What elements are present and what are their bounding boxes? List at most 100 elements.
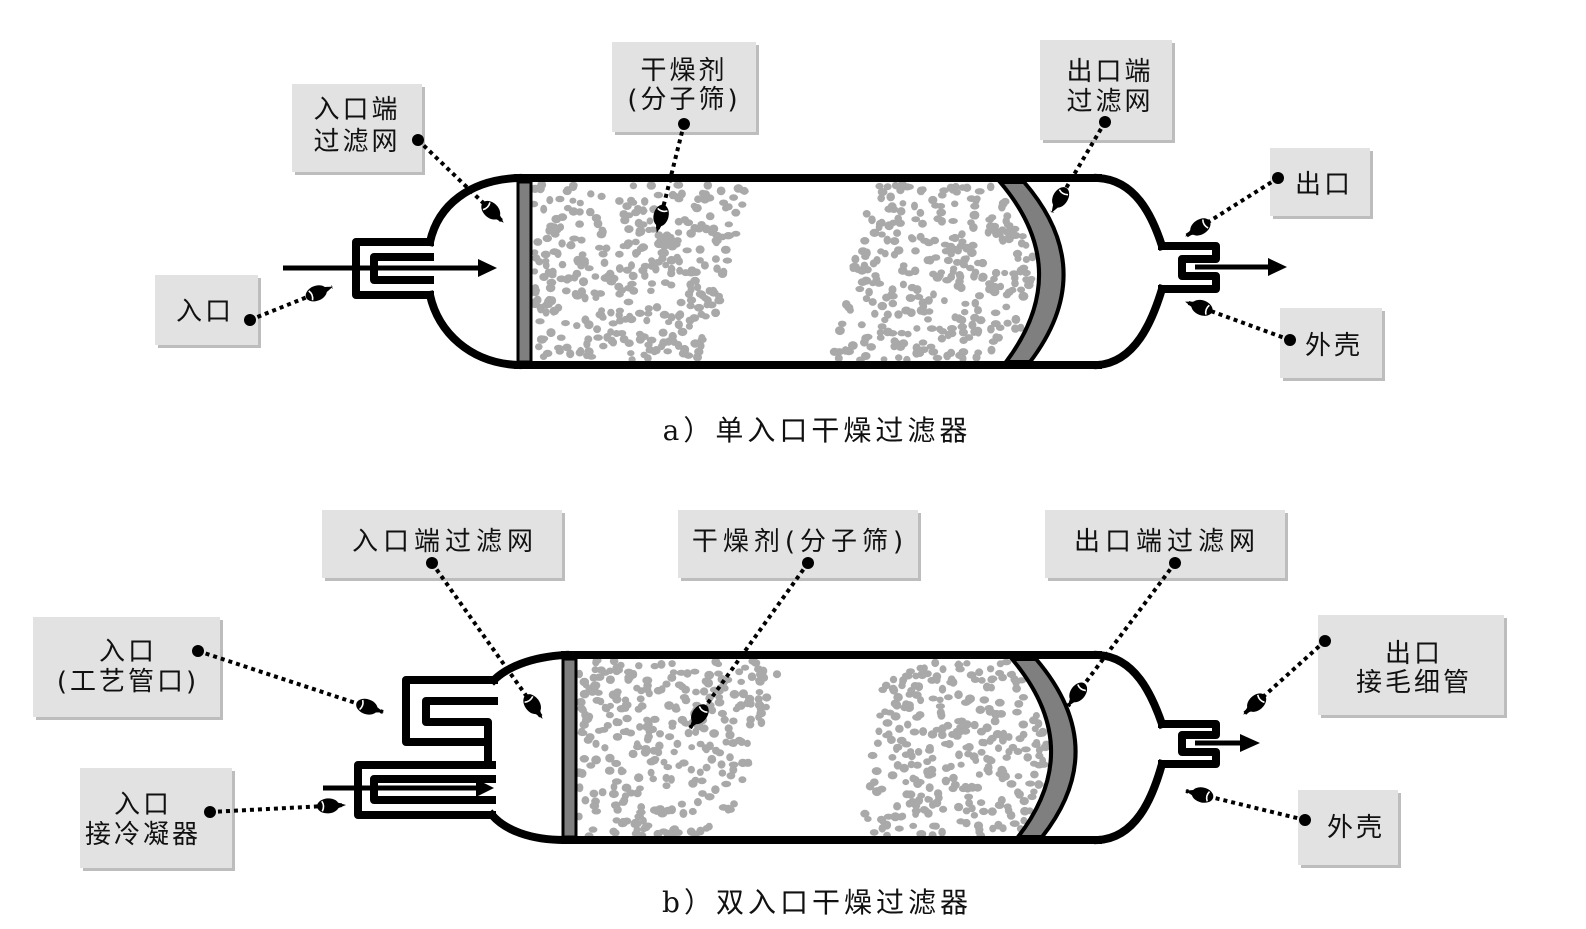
desiccant-particle <box>578 251 587 258</box>
desiccant-particle <box>540 250 551 259</box>
desiccant-particle <box>869 228 880 237</box>
desiccant-particle <box>697 777 707 785</box>
desiccant-particle <box>600 274 611 282</box>
desiccant-particle <box>590 681 597 691</box>
desiccant-particle <box>540 204 548 214</box>
desiccant-particle <box>970 812 979 819</box>
desiccant-particle <box>647 287 655 294</box>
desiccant-particle <box>630 820 639 828</box>
desiccant-particle <box>717 709 728 718</box>
label-outlet-capillary: 出口 接毛细管 <box>1318 615 1507 718</box>
desiccant-particle <box>1014 700 1024 708</box>
desiccant-particle <box>834 354 843 363</box>
desiccant-particle <box>711 657 721 666</box>
desiccant-particle <box>668 660 676 668</box>
desiccant-particle <box>885 709 895 716</box>
desiccant-particle <box>711 255 720 263</box>
desiccant-particle <box>907 283 917 292</box>
desiccant-particle <box>731 208 741 217</box>
desiccant-particle <box>876 334 885 341</box>
pointer-hand-icon <box>1185 787 1214 803</box>
desiccant-particle <box>662 773 671 783</box>
desiccant-particle <box>970 272 978 281</box>
desiccant-particle <box>617 819 627 828</box>
desiccant-particle <box>955 750 963 760</box>
label-outlet-filter: 出口端 过滤网 <box>1040 40 1175 143</box>
hand-palm <box>1069 682 1088 703</box>
desiccant-particle <box>724 724 733 733</box>
desiccant-particle <box>999 735 1007 745</box>
desiccant-particle <box>1036 781 1044 788</box>
desiccant-particle <box>936 696 944 703</box>
desiccant-particle <box>660 758 668 766</box>
desiccant-particle <box>918 219 927 228</box>
hand-finger <box>322 286 333 294</box>
desiccant-particle <box>987 345 996 355</box>
desiccant-particle <box>913 761 922 769</box>
desiccant-particle <box>623 298 634 306</box>
desiccant-particle <box>647 768 655 777</box>
desiccant-particle <box>715 694 724 701</box>
desiccant-particle <box>578 727 586 735</box>
hand-cuff <box>359 699 364 711</box>
leader-dot <box>192 645 204 657</box>
desiccant-particle <box>612 733 623 741</box>
hand-finger <box>1185 228 1196 237</box>
desiccant-particle <box>683 669 692 678</box>
desiccant-particle <box>954 246 962 255</box>
desiccant-particle <box>636 695 645 703</box>
desiccant-particle <box>999 237 1007 245</box>
desiccant-particle <box>738 776 747 784</box>
desiccant-particle <box>882 732 892 739</box>
desiccant-particle <box>963 660 971 667</box>
desiccant-particle <box>703 181 713 190</box>
desiccant-particle <box>916 830 927 838</box>
desiccant-particle <box>924 795 932 803</box>
outlet-pipe <box>1158 720 1220 768</box>
desiccant-particle <box>577 704 586 713</box>
desiccant-particle <box>919 308 929 316</box>
label-box <box>1298 790 1398 865</box>
desiccant-particle <box>646 181 656 190</box>
desiccant-particle <box>953 282 962 290</box>
desiccant-particle <box>654 748 663 757</box>
desiccant-particle <box>629 182 638 190</box>
desiccant-particle <box>624 339 634 348</box>
desiccant-particle <box>734 736 744 745</box>
desiccant-particle <box>589 673 598 682</box>
desiccant-particle <box>1023 753 1032 762</box>
desiccant-particle <box>704 793 715 801</box>
desiccant-particle <box>905 800 913 808</box>
desiccant-particle <box>919 302 928 311</box>
desiccant-particle <box>837 320 847 327</box>
desiccant-particle <box>943 256 953 265</box>
desiccant-particle <box>626 789 636 797</box>
pointer-hand-icon <box>356 698 384 715</box>
desiccant-particle <box>644 310 653 317</box>
shell-outline <box>352 173 1220 370</box>
desiccant-particle <box>644 822 653 829</box>
hand-finger <box>1243 705 1254 715</box>
desiccant-particle <box>598 250 608 258</box>
desiccant-particle <box>973 195 981 202</box>
desiccant-particle <box>916 208 925 217</box>
desiccant-particle <box>877 323 887 330</box>
desiccant-particle <box>890 337 899 345</box>
desiccant-particle <box>968 241 978 249</box>
desiccant-particle <box>641 197 649 206</box>
desiccant-particle <box>583 339 591 349</box>
desiccant-particle <box>900 183 910 191</box>
desiccant-particle <box>751 659 761 667</box>
desiccant-particle <box>705 822 713 831</box>
desiccant-particle <box>951 200 959 208</box>
desiccant-particle <box>570 273 579 282</box>
desiccant-particles <box>574 656 1051 840</box>
leader-line <box>1050 120 1107 214</box>
label-text: 入口 <box>176 297 234 327</box>
desiccant-particle <box>978 738 986 747</box>
desiccant-particle <box>650 662 659 670</box>
desiccant-particle <box>887 771 898 780</box>
desiccant-particle <box>974 188 985 195</box>
hand-finger <box>335 801 346 809</box>
desiccant-particle <box>640 748 650 757</box>
